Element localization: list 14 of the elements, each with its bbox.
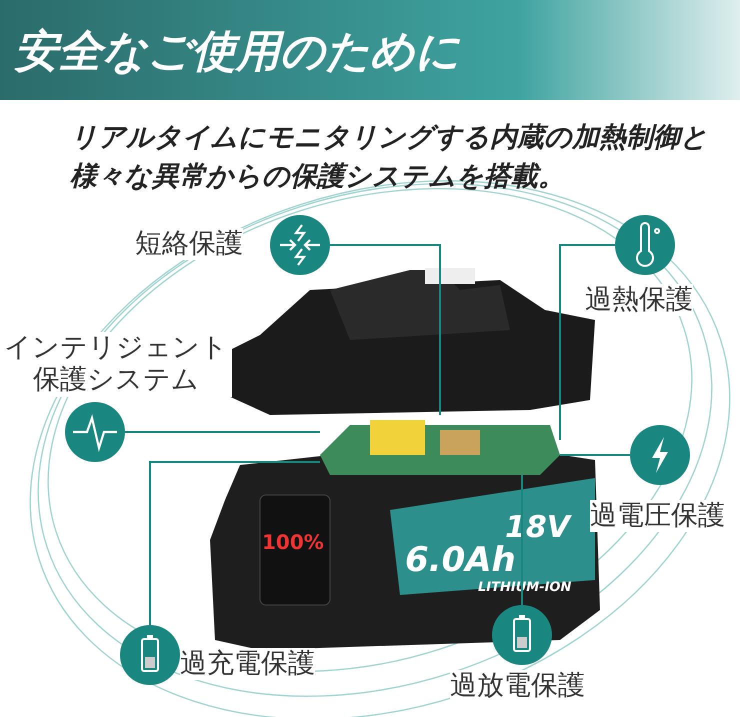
leader-line [560, 454, 630, 456]
leader-line [559, 244, 615, 440]
subtitle: リアルタイムにモニタリングする内蔵の加熱制御と様々な異常からの保護システムを搭載。 [70, 121, 709, 194]
leader-line [149, 461, 320, 625]
callout-label: 過熱保護 [585, 284, 693, 316]
leader-line [330, 244, 441, 415]
callout-label: 過電圧保護 [590, 500, 725, 532]
callout-label: 過充電保護 [180, 648, 315, 680]
leader-line [521, 475, 523, 605]
battery-type-text: LITHIUM-ION [478, 580, 572, 595]
title: 安全なご使用のために [14, 25, 460, 79]
leader-line [125, 431, 320, 433]
callout-label: 短絡保護 [135, 228, 243, 260]
battery-level-display: 100% [262, 530, 324, 554]
